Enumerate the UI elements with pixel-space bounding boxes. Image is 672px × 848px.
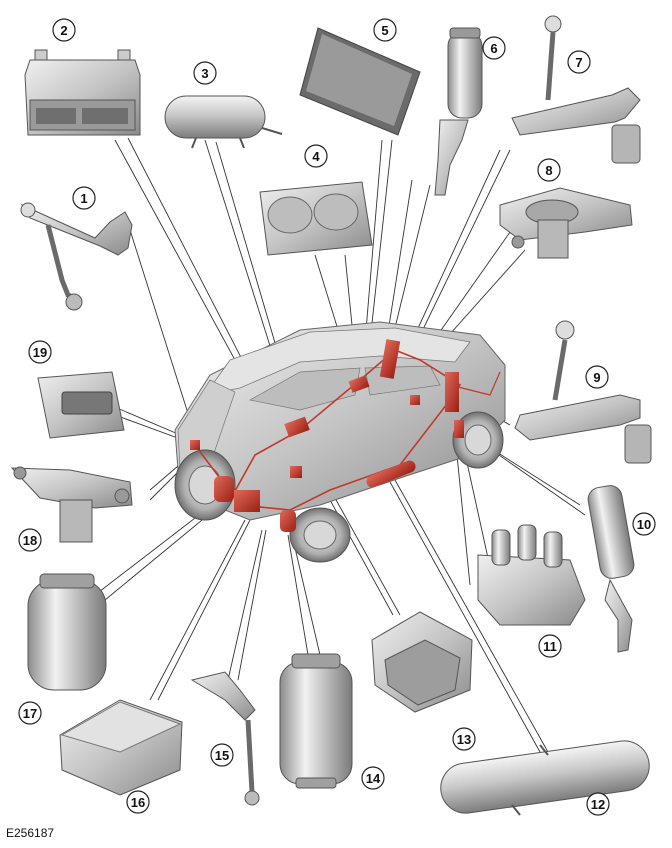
callout-14: 14: [361, 766, 385, 790]
callout-16: 16: [126, 790, 150, 814]
svg-text:19: 19: [33, 345, 47, 360]
component-14-air-spring: [279, 653, 353, 789]
svg-text:8: 8: [545, 163, 552, 178]
svg-text:4: 4: [312, 149, 320, 164]
component-12-air-reservoir-large: [440, 740, 650, 816]
callout-2: 2: [52, 18, 76, 42]
svg-text:15: 15: [215, 748, 229, 763]
callout-8: 8: [537, 158, 561, 182]
svg-text:18: 18: [23, 533, 37, 548]
callout-4: 4: [304, 144, 328, 168]
svg-text:14: 14: [366, 771, 381, 786]
callout-6: 6: [482, 36, 506, 60]
callout-1: 1: [72, 186, 96, 210]
callout-7: 7: [567, 50, 591, 74]
callout-5: 5: [373, 18, 397, 42]
component-1-height-sensor: [20, 202, 133, 311]
callout-15: 15: [210, 743, 234, 767]
svg-text:10: 10: [637, 517, 651, 532]
svg-text:2: 2: [60, 23, 67, 38]
callout-13: 13: [452, 727, 476, 751]
svg-text:17: 17: [23, 706, 37, 721]
component-18-mounting-bracket: [10, 466, 133, 543]
component-6-front-air-spring-damper: [434, 27, 483, 196]
component-9-height-sensor: [514, 320, 652, 464]
callout-17: 17: [18, 701, 42, 725]
callout-19: 19: [28, 340, 52, 364]
svg-text:6: 6: [490, 41, 497, 56]
svg-text:12: 12: [591, 797, 605, 812]
callout-9: 9: [585, 365, 609, 389]
component-10-air-spring-damper: [587, 485, 635, 653]
callout-3: 3: [193, 61, 217, 85]
vehicle-body: [174, 321, 506, 563]
svg-text:13: 13: [457, 732, 471, 747]
callout-11: 11: [538, 634, 562, 658]
svg-text:16: 16: [131, 795, 145, 810]
component-15-height-sensor: [190, 671, 260, 806]
component-3-air-reservoir-small: [164, 95, 283, 149]
component-19-switch-module: [37, 371, 125, 439]
component-7-height-sensor: [511, 15, 641, 164]
svg-text:11: 11: [543, 639, 557, 654]
callouts: 1 2 3 4 5 6 7 8 9 10 11 12 13 14 15 16 1…: [18, 18, 656, 816]
svg-text:3: 3: [201, 66, 208, 81]
callout-10: 10: [632, 512, 656, 536]
svg-text:7: 7: [575, 55, 582, 70]
component-8-mounting-bracket: [499, 187, 633, 259]
svg-text:1: 1: [80, 191, 87, 206]
component-5-module-panel: [299, 27, 421, 136]
callout-18: 18: [18, 528, 42, 552]
svg-text:9: 9: [593, 370, 600, 385]
component-11-valve-block: [477, 524, 586, 626]
figure-id: E256187: [6, 826, 55, 840]
component-4-switch-pack: [259, 181, 373, 256]
component-16-compressor-cover: [59, 699, 183, 796]
callout-12: 12: [586, 792, 610, 816]
component-2-suspension-control-module: [24, 49, 141, 136]
component-17-rear-air-spring: [27, 573, 107, 691]
svg-text:5: 5: [381, 23, 388, 38]
component-13-compressor: [371, 611, 473, 713]
